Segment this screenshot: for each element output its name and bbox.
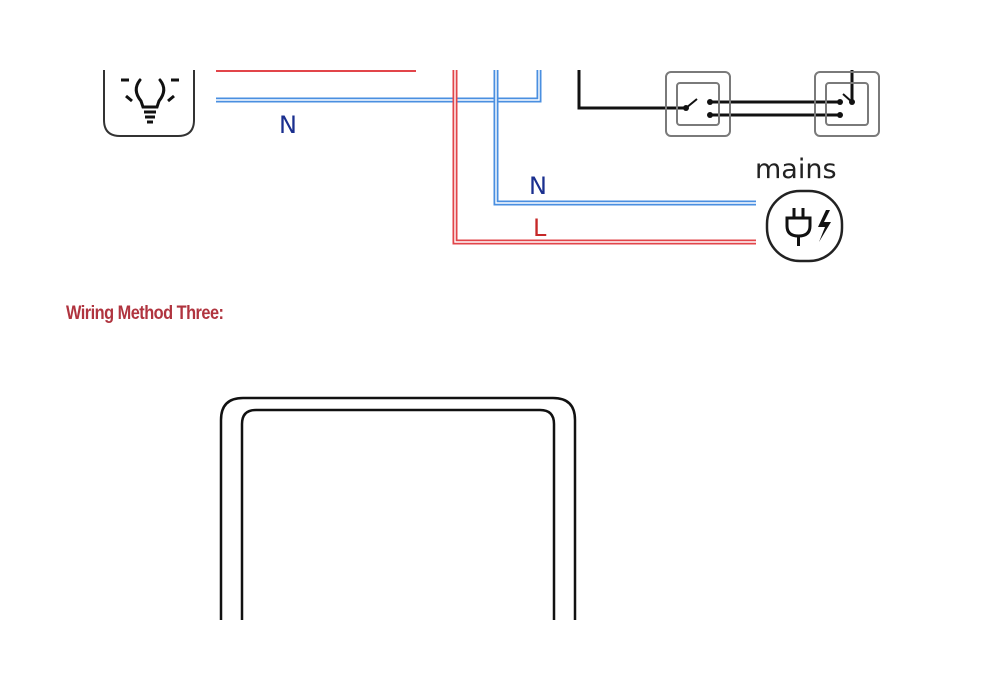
neutral-wire-mains xyxy=(493,70,756,206)
power-plug-icon xyxy=(765,189,844,263)
mains-label: mains xyxy=(755,154,837,185)
light-bulb-icon xyxy=(103,70,195,137)
neutral-lamp-label: N xyxy=(279,111,297,139)
switch-panel-outline xyxy=(219,396,577,620)
two-way-switch-icon xyxy=(814,71,880,137)
live-wire-mains xyxy=(452,70,756,245)
wiring-diagram-top: N N L mains xyxy=(0,70,988,270)
wiring-diagram-bottom xyxy=(0,390,988,620)
section-heading: Wiring Method Three: xyxy=(66,303,224,324)
live-mains-label: L xyxy=(533,214,547,242)
neutral-mains-label: N xyxy=(529,172,547,200)
two-way-switch-icon xyxy=(665,71,731,137)
neutral-wire-lamp xyxy=(216,70,542,103)
switch-wiring xyxy=(577,70,854,117)
